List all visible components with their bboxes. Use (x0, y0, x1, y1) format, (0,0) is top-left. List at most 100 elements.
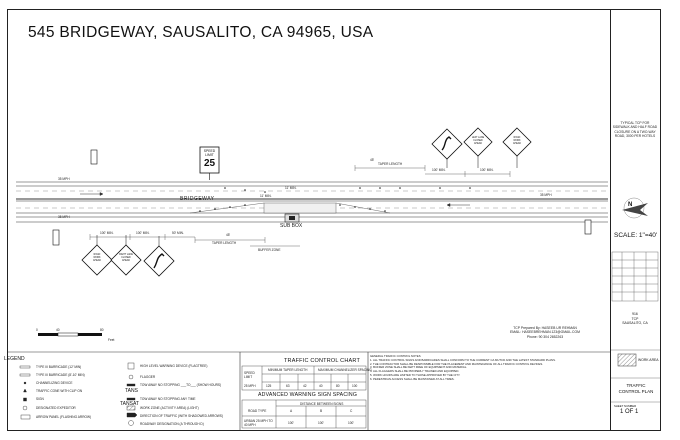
advance-chart-value: 100' (288, 421, 294, 425)
small-sign-bottom (52, 229, 60, 246)
scale-label-0: 0 (36, 328, 38, 332)
road-label-1: 35 MPH (58, 177, 70, 181)
sidebar-grid (610, 251, 660, 403)
spacing-top-2: 100' MIN. (480, 168, 494, 172)
drawing-scale: SCALE: 1"=40' (614, 232, 658, 239)
spacing-top-1: 100' MIN. (432, 168, 446, 172)
advance-chart-value: 100' (348, 421, 354, 425)
legend-item: DESIGNATED EXPEDITOR (36, 406, 76, 410)
sub-box-core (289, 216, 295, 220)
signs-right (431, 127, 532, 168)
traffic-chart-value: 42 (303, 384, 307, 388)
legend-item: SIGN (36, 397, 44, 401)
small-sign-top (90, 149, 98, 165)
buffer-zone-label: BUFFER ZONE (258, 248, 281, 252)
note-item: 4. ALL FLAGGERS SHALL BE PROPERLY TRAINE… (370, 369, 460, 374)
speed-sign-value: 25 (203, 158, 216, 169)
spacing-bottom-1: 100' MIN. (100, 231, 114, 235)
sheet-number-label: SHEET NUMBER (614, 404, 637, 408)
drawing-frame (7, 9, 661, 431)
traffic-chart-table (241, 365, 367, 391)
sign-right-3-text: ROAD WORK AHEAD (513, 137, 521, 145)
general-notes: GENERAL TRAFFIC CONTROL NOTES 1. ALL TRA… (370, 354, 608, 381)
sign-left-2-text: RIGHT LANE CLOSED AHEAD (119, 254, 133, 262)
traffic-chart-value: 40 (319, 384, 323, 388)
legend-item: ARROW PANEL (FLASHING ARROW) (36, 415, 92, 419)
traffic-chart-value: 80 (336, 384, 340, 388)
traffic-chart-value: 125 (266, 384, 272, 388)
road-label-4: 35 MPH (540, 193, 552, 197)
legend-item: FLAGGER (140, 375, 156, 379)
note-item: 1. ALL TRAFFIC CONTROL SIGNS AND BARRICA… (370, 357, 556, 362)
legend-item: WORK ZONE (ACTIVITY AREA) (LIGHT) (140, 406, 199, 410)
scale-label-40: 40 (56, 328, 60, 332)
traffic-chart-value: 100 (352, 384, 358, 388)
title-block (610, 10, 661, 430)
tansat-symbol: TANSAT (120, 401, 139, 407)
work-area-swatch (617, 353, 637, 367)
traffic-chart-col-2: MAXIMUM CHANNELIZER SPACING (318, 368, 372, 372)
cones-top (224, 187, 471, 193)
advance-chart-row-label: ROAD TYPE (248, 409, 267, 413)
lane-width-label: 11' MIN. (260, 194, 272, 198)
advance-chart-value: 100' (318, 421, 324, 425)
note-item: 6. PEDESTRIAN ACCESS SHALL BE MAINTAINED… (370, 376, 455, 381)
advance-chart-col: B (320, 409, 323, 413)
taper-bottom-label: TAPER LENGTH (212, 241, 237, 245)
scale-bar (38, 332, 102, 337)
traffic-chart-value: 63 (286, 384, 290, 388)
legend-title: LEGEND (4, 356, 25, 362)
legend-item: ROADWAY DESIGNATION (A THROUGH D) (140, 422, 204, 426)
legend-item: TOW AWAY NO STOPPING ANY TIME (140, 397, 196, 401)
note-item: 5. WORK HOURS ARE LIMITED TO THOSE APPRO… (370, 372, 461, 377)
traffic-chart-row-label: SPEED LIMIT (244, 371, 255, 379)
curve-arrow-right-icon (441, 136, 452, 151)
sidebar-note: TYPICAL TCP FOR SIDEWALK AND HALF ROAD C… (612, 121, 658, 138)
scale-unit: Feet (108, 338, 115, 342)
advance-chart-col: C (350, 409, 353, 413)
street-name: BRIDGEWAY (180, 196, 215, 202)
speed-sign-top: SPEED LIMIT (203, 149, 216, 158)
legend-item: CHANNELIZING DEVICE (36, 381, 73, 385)
taper-bottom-value: 45' (226, 233, 231, 237)
traffic-chart-title: TRAFFIC CONTROL CHART (284, 358, 361, 364)
advance-chart-road: URBAN 25 MPH TO 40 MPH (244, 419, 273, 427)
legend-item: TRAFFIC CONE WITH CLIP ON (36, 389, 83, 393)
spacing-bottom-2: 100' MIN. (136, 231, 150, 235)
traffic-arrows (80, 192, 470, 207)
legend-item: HIGH LEVEL WARNING DEVICE (FLAGTREE) (140, 364, 208, 368)
drawing-title: TRAFFIC CONTROL PLAN (618, 383, 654, 394)
legend-item: DIRECTION OF TRAFFIC (WITH SHADOWED ARRO… (140, 414, 223, 418)
advance-chart-col: A (290, 409, 293, 413)
prepared-by: TCP Prepared By: HASEEB UR REHMAN EMAIL:… (510, 326, 580, 339)
work-zone (263, 202, 337, 214)
taper-top-value: 45' (370, 158, 375, 162)
taper-right (335, 202, 391, 214)
signs-left (81, 235, 175, 277)
road-edges (16, 181, 608, 223)
legend-item: TYPE III BARRICADE (8'-10' MIN) (36, 373, 85, 377)
work-area-label: WORK AREA (638, 358, 659, 362)
advance-chart-title: ADVANCED WARNING SIGN SPACING (258, 392, 358, 398)
spacing-bottom-3: 50' MIN. (172, 231, 184, 235)
notes-heading: GENERAL TRAFFIC CONTROL NOTES (370, 354, 421, 358)
speed-limit-sign (199, 146, 220, 180)
road-label-3: 35 MPH (58, 215, 70, 219)
legend-item: TOW AWAY NO STOPPING ___TO___ (SHOW HOUR… (140, 383, 222, 387)
small-sign-right (584, 219, 592, 235)
sub-box-label: SUB BOX (280, 223, 303, 229)
note-item: 2. THE CONTRACTOR SHALL BE RESPONSIBLE F… (370, 361, 544, 366)
north-arrow-icon (622, 197, 648, 219)
advance-chart-table (241, 399, 367, 429)
sign-left-1-text: ROAD WORK AHEAD (93, 254, 101, 262)
legend-symbols (19, 362, 138, 426)
page-title: 545 BRIDGEWAY, SAUSALITO, CA 94965, USA (28, 24, 374, 41)
north-label: N (628, 202, 633, 208)
taper-left (189, 202, 265, 214)
legend-item: TYPE III BARRICADE (12' MIN) (36, 365, 82, 369)
bottom-dividers (8, 351, 610, 430)
note-item: 3. BUFFER ZONE SHALL BE KEPT FREE OF EQU… (370, 365, 468, 370)
traffic-chart-col-1: MINIMUM TAPER LENGTH (268, 368, 308, 372)
sheet-number: 1 OF 1 (620, 409, 639, 415)
